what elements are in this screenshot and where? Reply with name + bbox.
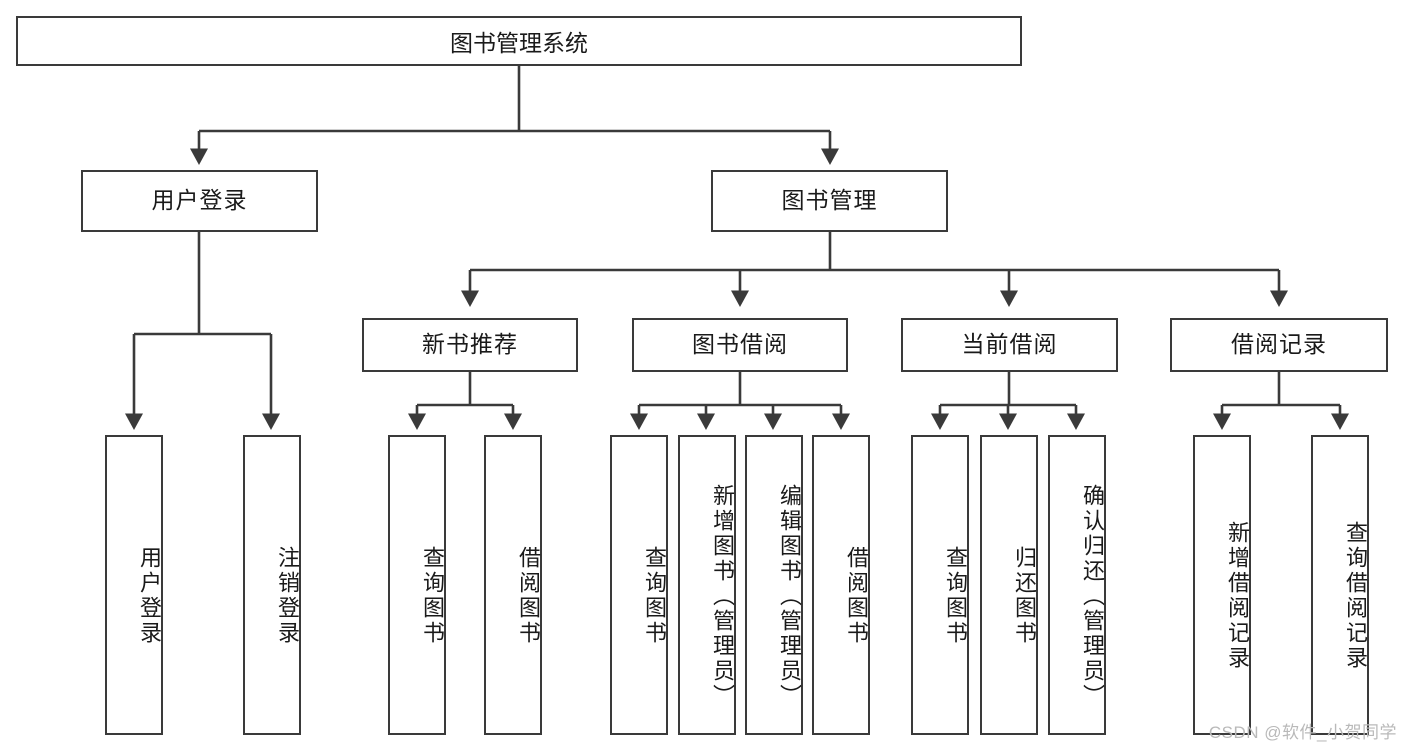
leaf-query-book-1[interactable]: 查询图书 bbox=[388, 435, 446, 735]
node-new-book-recommend[interactable]: 新书推荐 bbox=[362, 318, 578, 372]
leaf-user-login[interactable]: 用户登录 bbox=[105, 435, 163, 735]
node-book-borrow-label: 图书借阅 bbox=[692, 331, 788, 358]
leaf-confirm-return-label: 确认归还（管理员） bbox=[1080, 483, 1105, 709]
leaf-query-book-3-label: 查询图书 bbox=[943, 546, 968, 646]
node-root[interactable]: 图书管理系统 bbox=[16, 16, 1022, 66]
leaf-borrow-book-1[interactable]: 借阅图书 bbox=[484, 435, 542, 735]
node-current-borrow-label: 当前借阅 bbox=[961, 331, 1058, 358]
node-root-label: 图书管理系统 bbox=[450, 30, 588, 56]
leaf-user-logout[interactable]: 注销登录 bbox=[243, 435, 301, 735]
node-borrow-record[interactable]: 借阅记录 bbox=[1170, 318, 1388, 372]
leaf-user-logout-label: 注销登录 bbox=[275, 546, 300, 646]
node-current-borrow[interactable]: 当前借阅 bbox=[901, 318, 1118, 372]
leaf-add-book[interactable]: 新增图书（管理员） bbox=[678, 435, 736, 735]
leaf-add-record-label: 新增借阅记录 bbox=[1225, 521, 1250, 671]
leaf-query-book-1-label: 查询图书 bbox=[420, 546, 445, 646]
leaf-borrow-book-1-label: 借阅图书 bbox=[516, 546, 541, 646]
leaf-query-book-2[interactable]: 查询图书 bbox=[610, 435, 668, 735]
leaf-borrow-book-2[interactable]: 借阅图书 bbox=[812, 435, 870, 735]
leaf-add-book-label: 新增图书（管理员） bbox=[710, 483, 735, 709]
leaf-query-book-2-label: 查询图书 bbox=[642, 546, 667, 646]
node-user-login[interactable]: 用户登录 bbox=[81, 170, 318, 232]
leaf-user-login-label: 用户登录 bbox=[137, 546, 162, 646]
csdn-watermark: CSDN @软件_小贺同学 bbox=[1208, 723, 1397, 742]
node-book-manage-label: 图书管理 bbox=[781, 187, 878, 214]
leaf-confirm-return[interactable]: 确认归还（管理员） bbox=[1048, 435, 1106, 735]
leaf-query-book-3[interactable]: 查询图书 bbox=[911, 435, 969, 735]
leaf-return-book[interactable]: 归还图书 bbox=[980, 435, 1038, 735]
node-user-login-label: 用户登录 bbox=[151, 187, 248, 214]
leaf-add-record[interactable]: 新增借阅记录 bbox=[1193, 435, 1251, 735]
node-book-borrow[interactable]: 图书借阅 bbox=[632, 318, 848, 372]
node-book-manage[interactable]: 图书管理 bbox=[711, 170, 948, 232]
node-borrow-record-label: 借阅记录 bbox=[1231, 331, 1327, 358]
leaf-return-book-label: 归还图书 bbox=[1012, 546, 1037, 646]
leaf-borrow-book-2-label: 借阅图书 bbox=[844, 546, 869, 646]
leaf-edit-book[interactable]: 编辑图书（管理员） bbox=[745, 435, 803, 735]
leaf-query-record-label: 查询借阅记录 bbox=[1343, 521, 1368, 671]
leaf-query-record[interactable]: 查询借阅记录 bbox=[1311, 435, 1369, 735]
node-new-book-recommend-label: 新书推荐 bbox=[422, 331, 518, 358]
leaf-edit-book-label: 编辑图书（管理员） bbox=[777, 483, 802, 709]
